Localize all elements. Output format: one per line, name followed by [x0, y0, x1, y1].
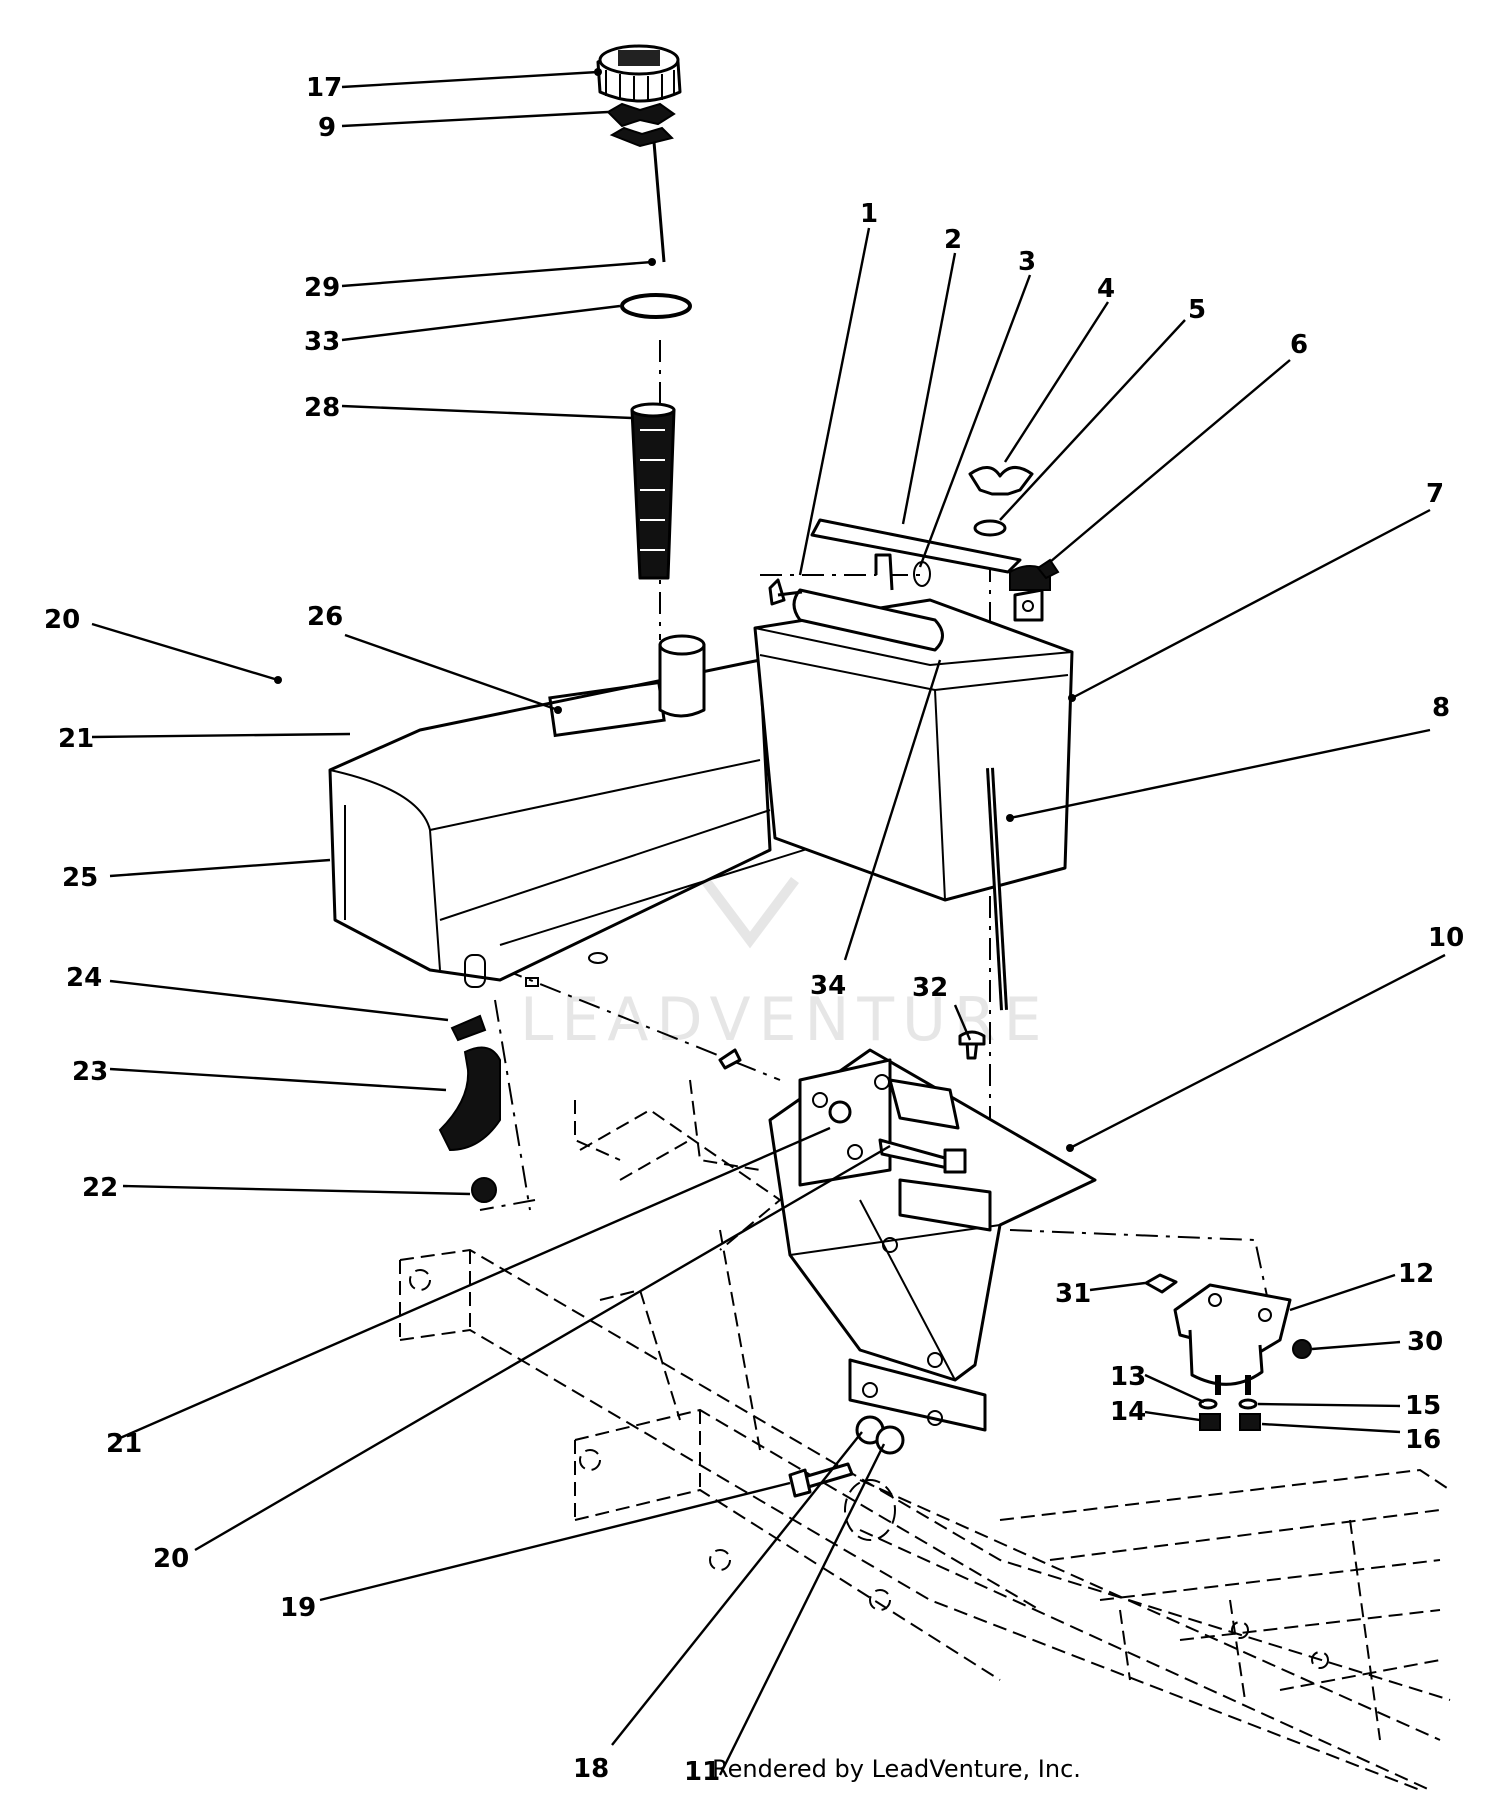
- fuel-hose: [438, 1014, 501, 1203]
- fuel-cap-assembly: [596, 44, 692, 580]
- callout-26: 26: [307, 602, 343, 632]
- callout-20-top: 20: [44, 605, 80, 635]
- watermark: LEADVENTURE: [520, 731, 1050, 1055]
- callout-4: 4: [1097, 274, 1115, 304]
- callout-24: 24: [66, 963, 102, 993]
- callout-16: 16: [1405, 1425, 1441, 1455]
- callout-18: 18: [573, 1754, 609, 1784]
- watermark-text: LEADVENTURE: [520, 985, 1050, 1055]
- leader-lines: [91, 68, 1446, 1776]
- callout-10: 10: [1428, 923, 1464, 953]
- callout-30: 30: [1407, 1327, 1443, 1357]
- battery-tray: [718, 1030, 1097, 1498]
- callout-19: 19: [280, 1593, 316, 1623]
- callout-15: 15: [1405, 1391, 1441, 1421]
- callout-25: 25: [62, 863, 98, 893]
- callout-28: 28: [304, 393, 340, 423]
- battery: [753, 466, 1074, 1011]
- callout-1: 1: [860, 199, 878, 229]
- callout-21-bottom: 21: [106, 1429, 142, 1459]
- frame: [399, 340, 1451, 1791]
- callout-3: 3: [1018, 247, 1036, 277]
- callout-12: 12: [1398, 1259, 1434, 1289]
- callout-13: 13: [1110, 1362, 1146, 1392]
- callout-8: 8: [1432, 693, 1450, 723]
- callout-2: 2: [944, 225, 962, 255]
- callout-31: 31: [1055, 1279, 1091, 1309]
- callout-11: 11: [684, 1757, 720, 1787]
- callout-labels: 17 9 29 33 28 26 20 21 25 24 23 22 1 2 3…: [44, 73, 1464, 1787]
- callout-23: 23: [72, 1057, 108, 1087]
- rendered-by-credit: Rendered by LeadVenture, Inc.: [712, 1755, 1081, 1783]
- callout-7: 7: [1426, 479, 1444, 509]
- callout-32: 32: [912, 973, 948, 1003]
- callout-33: 33: [304, 327, 340, 357]
- callout-5: 5: [1188, 295, 1206, 325]
- callout-17: 17: [306, 73, 342, 103]
- callout-34: 34: [810, 971, 846, 1001]
- solenoid: [1144, 1273, 1312, 1431]
- callout-21-top: 21: [58, 724, 94, 754]
- callout-22: 22: [82, 1173, 118, 1203]
- callout-6: 6: [1290, 330, 1308, 360]
- callout-9: 9: [318, 113, 336, 143]
- callout-20-bottom: 20: [153, 1544, 189, 1574]
- callout-29: 29: [304, 273, 340, 303]
- callout-14: 14: [1110, 1397, 1146, 1427]
